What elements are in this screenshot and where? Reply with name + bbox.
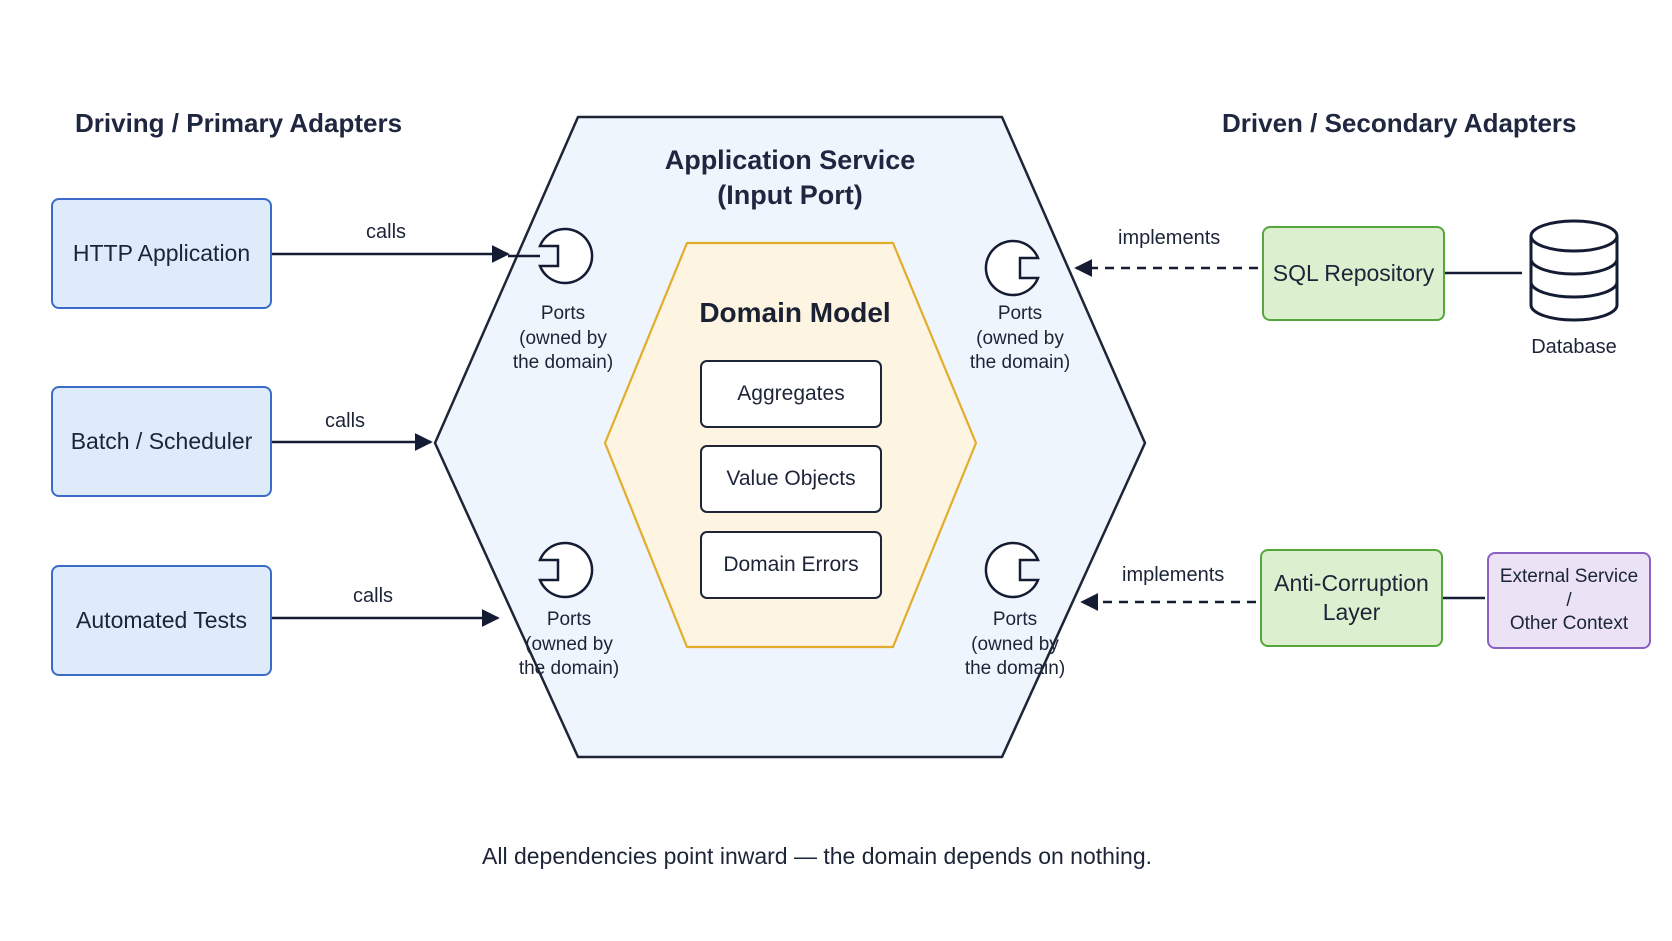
http-application-label: HTTP Application bbox=[72, 240, 251, 267]
port-label-bottom-left-line2: (owned by bbox=[525, 633, 613, 655]
domain-errors-label: Domain Errors bbox=[723, 552, 859, 576]
port-icon-bottom-right bbox=[984, 541, 1040, 599]
port-label-top-right-line3: the domain) bbox=[969, 352, 1071, 374]
automated-tests-label: Automated Tests bbox=[76, 607, 247, 634]
edge-label-calls-http: calls bbox=[366, 221, 407, 243]
edge-label-implements-sql: implements bbox=[1118, 227, 1221, 249]
application-service-title-line1: Application Service bbox=[664, 145, 916, 175]
database-icon bbox=[1529, 219, 1619, 322]
port-label-bottom-left-line3: the domain) bbox=[518, 658, 620, 680]
anti-corruption-label-line2: Layer bbox=[1322, 599, 1381, 625]
port-label-top-left-line3: the domain) bbox=[512, 352, 614, 374]
domain-model-title: Domain Model bbox=[699, 297, 891, 328]
port-icon-bottom-left bbox=[538, 541, 594, 599]
value-objects-node[interactable]: Value Objects bbox=[700, 445, 882, 513]
http-application-node[interactable]: HTTP Application bbox=[51, 198, 272, 309]
port-label-top-right-line2: (owned by bbox=[976, 327, 1064, 349]
port-label-top-left: Ports (owned by the domain) bbox=[503, 302, 623, 376]
port-label-bottom-right-line3: the domain) bbox=[964, 658, 1066, 680]
port-icon-top-right bbox=[984, 239, 1040, 297]
anti-corruption-layer-node[interactable]: Anti-Corruption Layer bbox=[1260, 549, 1443, 647]
port-label-bottom-left: Ports (owned by the domain) bbox=[509, 608, 629, 682]
port-label-bottom-left-line1: Ports bbox=[546, 609, 592, 630]
application-service-title: Application Service (Input Port) bbox=[640, 143, 940, 213]
footer-note: All dependencies point inward — the doma… bbox=[482, 843, 1153, 869]
port-label-top-right-line1: Ports bbox=[997, 303, 1043, 324]
port-label-top-left-line1: Ports bbox=[540, 303, 586, 324]
port-label-bottom-right: Ports (owned by the domain) bbox=[955, 608, 1075, 682]
driven-adapters-title: Driven / Secondary Adapters bbox=[1222, 108, 1577, 138]
batch-scheduler-node[interactable]: Batch / Scheduler bbox=[51, 386, 272, 497]
application-service-title-line2: (Input Port) bbox=[717, 180, 863, 211]
port-icon-top-left bbox=[538, 227, 594, 285]
sql-repository-label: SQL Repository bbox=[1272, 260, 1435, 287]
port-label-top-left-line2: (owned by bbox=[519, 327, 607, 349]
driving-adapters-title: Driving / Primary Adapters bbox=[75, 108, 403, 138]
external-service-label-line2: Other Context bbox=[1509, 613, 1629, 635]
value-objects-label: Value Objects bbox=[726, 466, 856, 490]
aggregates-label: Aggregates bbox=[737, 381, 845, 405]
database-label: Database bbox=[1531, 336, 1617, 358]
edge-label-calls-tests: calls bbox=[353, 585, 394, 607]
automated-tests-node[interactable]: Automated Tests bbox=[51, 565, 272, 676]
port-label-bottom-right-line2: (owned by bbox=[971, 633, 1059, 655]
port-label-bottom-right-line1: Ports bbox=[992, 609, 1038, 630]
port-label-top-right: Ports (owned by the domain) bbox=[960, 302, 1080, 376]
edge-label-implements-acl: implements bbox=[1122, 564, 1225, 586]
batch-scheduler-label: Batch / Scheduler bbox=[70, 428, 253, 455]
external-service-node[interactable]: External Service / Other Context bbox=[1487, 552, 1651, 649]
aggregates-node[interactable]: Aggregates bbox=[700, 360, 882, 428]
domain-errors-node[interactable]: Domain Errors bbox=[700, 531, 882, 599]
anti-corruption-label-line1: Anti-Corruption bbox=[1274, 570, 1429, 597]
sql-repository-node[interactable]: SQL Repository bbox=[1262, 226, 1445, 321]
edge-label-calls-batch: calls bbox=[325, 410, 366, 432]
external-service-label-line1: External Service / bbox=[1499, 565, 1639, 611]
